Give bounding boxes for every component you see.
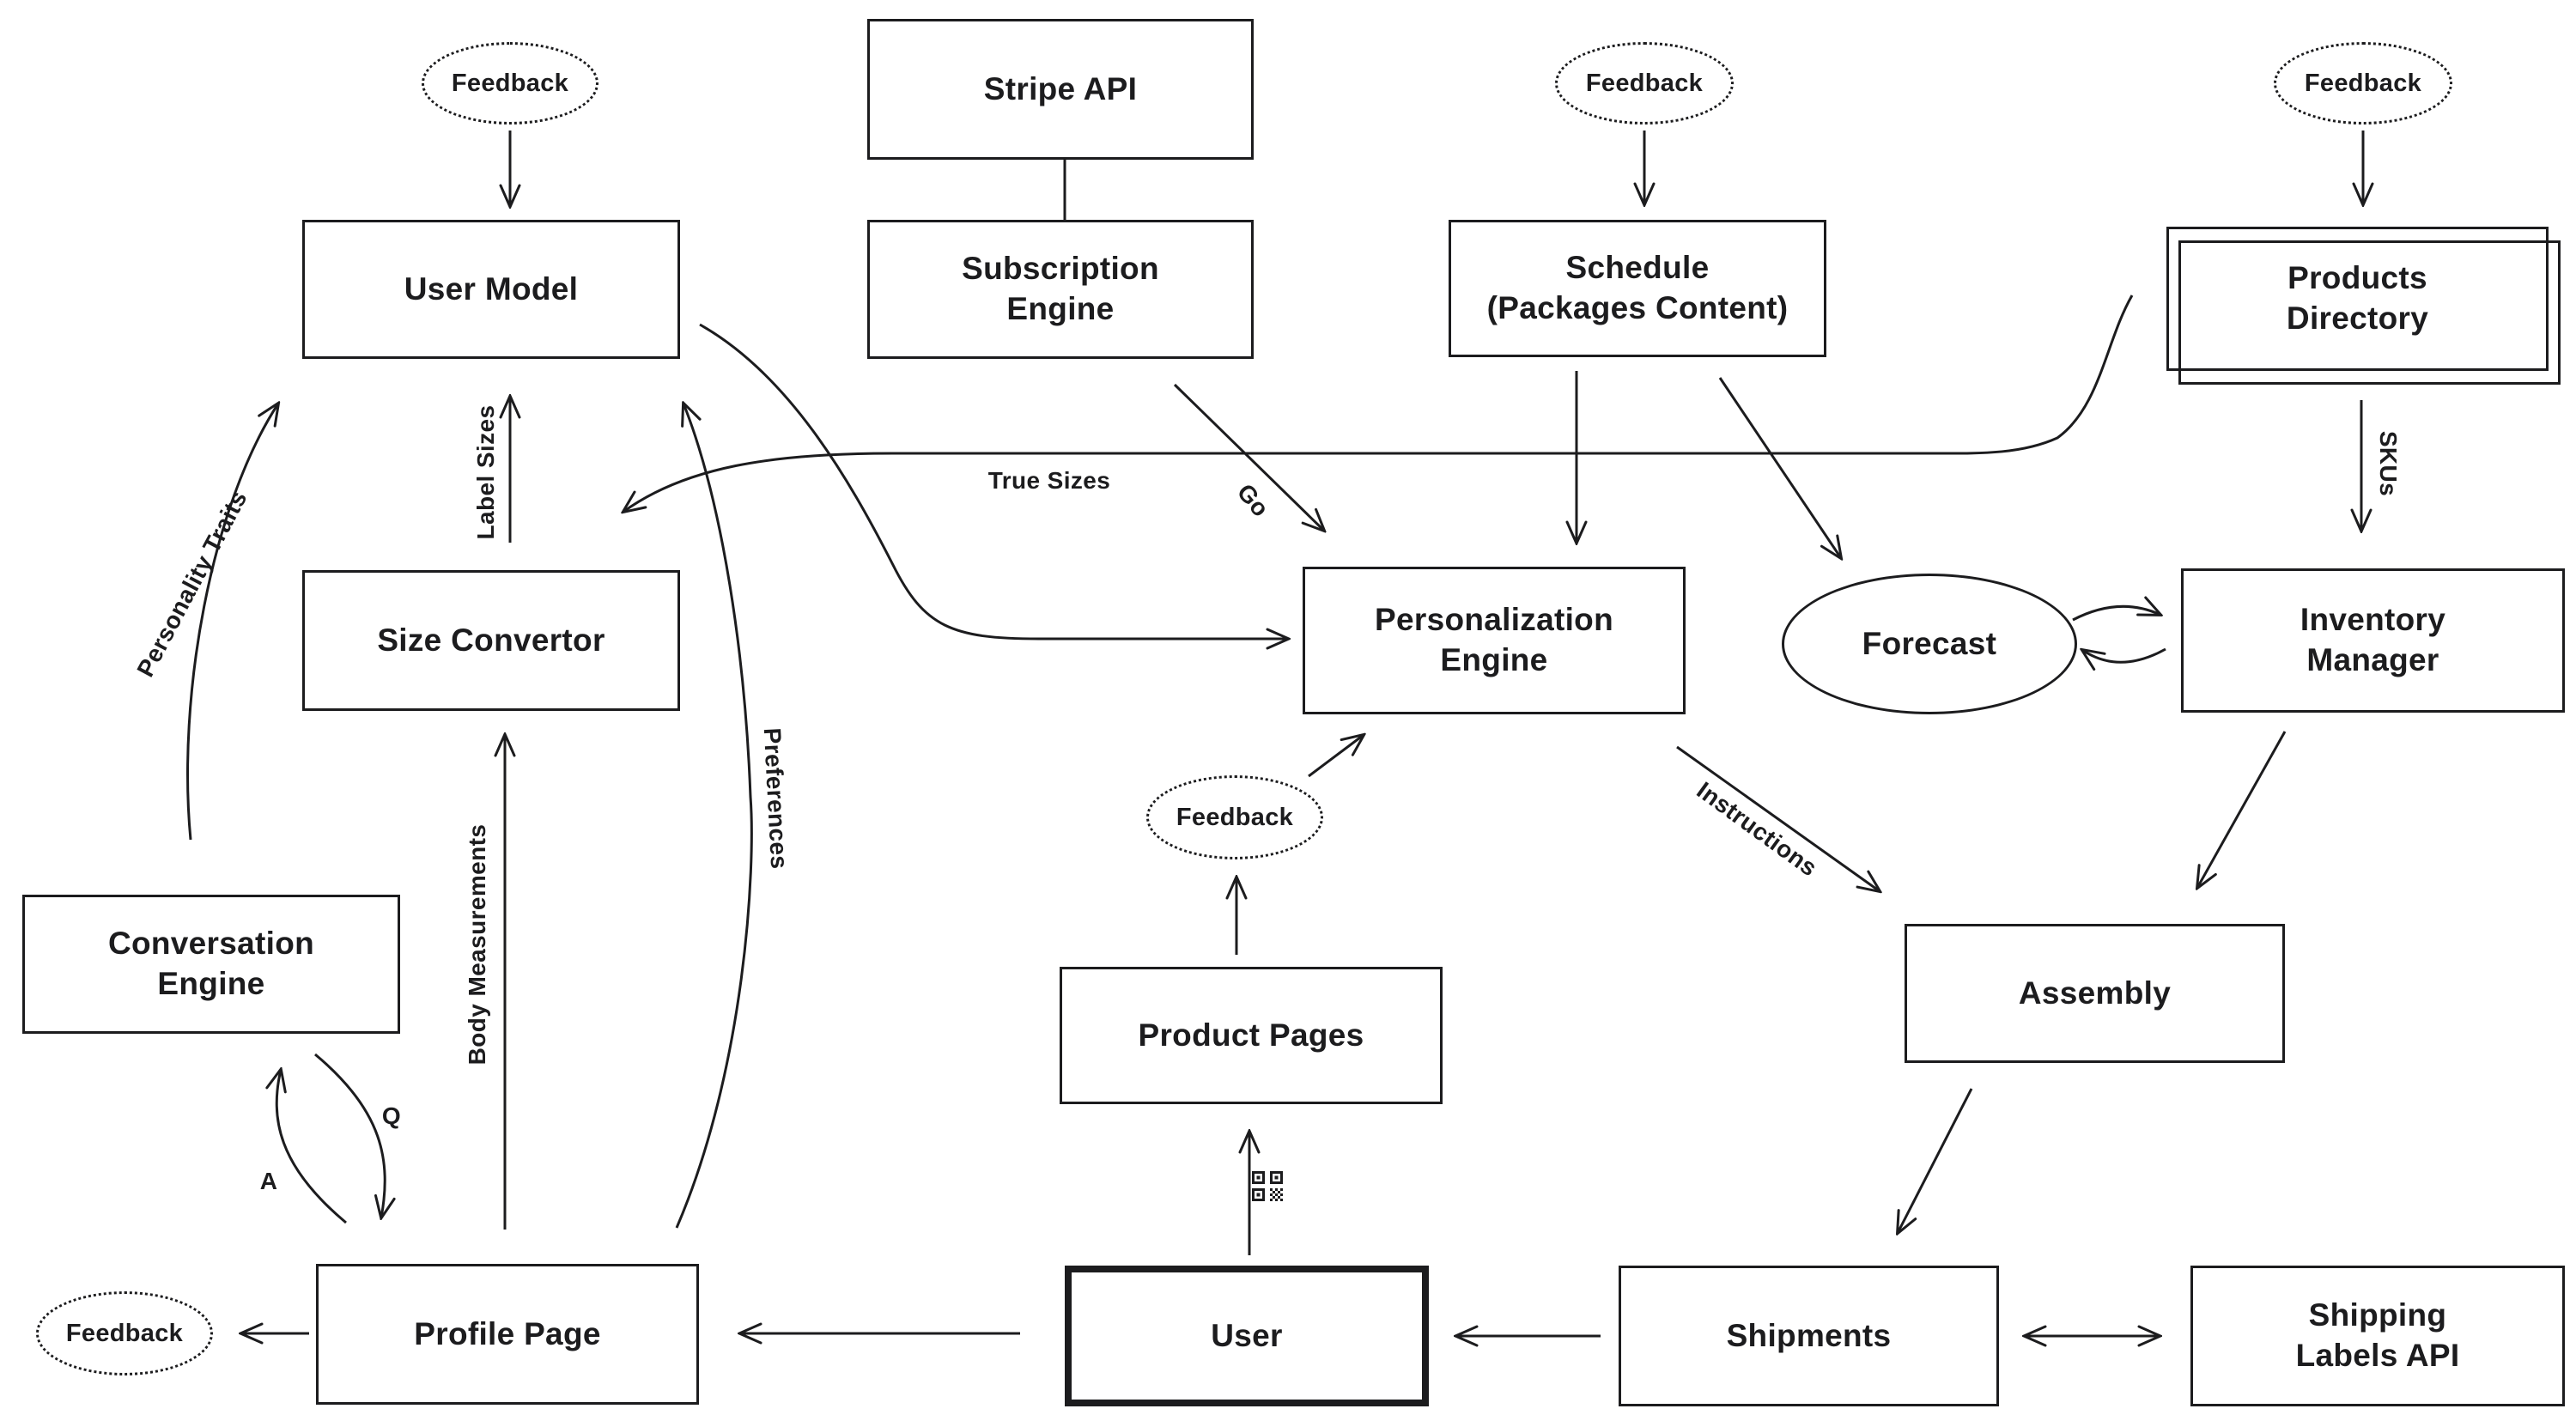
edge-products-directory-to-size-convertor-true-sizes (623, 295, 2134, 512)
node-feedback-user-model[interactable]: Feedback (422, 42, 598, 124)
edge-user-model-to-personalization (699, 323, 1288, 639)
node-stripe-api[interactable]: Stripe API (867, 19, 1254, 160)
node-size-convertor-label: Size Convertor (377, 622, 605, 658)
edge-label-skus: SKUs (2375, 430, 2402, 497)
edge-label-true-sizes: True Sizes (987, 467, 1111, 494)
node-shipments-label: Shipments (1726, 1317, 1892, 1353)
feedback-label: Feedback (65, 1319, 184, 1347)
node-forecast[interactable]: Forecast (1782, 574, 2077, 714)
node-feedback-profile-page[interactable]: Feedback (36, 1291, 213, 1375)
node-forecast-label: Forecast (1862, 625, 1997, 661)
feedback-label: Feedback (451, 69, 569, 97)
node-schedule[interactable]: Schedule (Packages Content) (1449, 220, 1826, 357)
edge-profile-to-user-model-preferences (675, 404, 753, 1229)
edge-inventory-to-forecast-loop (2082, 649, 2166, 662)
node-subscription-engine-label: Subscription Engine (962, 251, 1159, 326)
feedback-label: Feedback (1585, 69, 1704, 97)
feedback-label: Feedback (1176, 803, 1294, 831)
edge-feedback4-to-personalization (1308, 735, 1364, 778)
node-shipping-labels-api[interactable]: Shipping Labels API (2190, 1266, 2565, 1406)
node-profile-page-label: Profile Page (414, 1315, 601, 1351)
node-profile-page[interactable]: Profile Page (316, 1264, 699, 1405)
feedback-label: Feedback (2304, 69, 2422, 97)
node-user-model[interactable]: User Model (302, 220, 680, 359)
node-user-label: User (1211, 1317, 1283, 1353)
node-assembly-label: Assembly (2018, 975, 2172, 1011)
edge-subscription-to-personalization-go (1173, 383, 1324, 531)
edge-label-label-sizes: Label Sizes (472, 404, 499, 540)
node-feedback-product-pages[interactable]: Feedback (1146, 775, 1323, 859)
edge-personalization-to-assembly-instructions (1676, 745, 1880, 891)
node-shipping-labels-api-label: Shipping Labels API (2295, 1297, 2460, 1373)
node-size-convertor[interactable]: Size Convertor (302, 570, 680, 711)
edge-label-body-measurements: Body Measurements (464, 823, 490, 1066)
node-product-pages[interactable]: Product Pages (1060, 967, 1443, 1104)
node-personalization-engine[interactable]: Personalization Engine (1303, 567, 1686, 714)
edge-conversation-to-profile-q (314, 1053, 385, 1218)
node-products-directory[interactable]: Products Directory (2166, 227, 2561, 385)
node-product-pages-label: Product Pages (1138, 1017, 1364, 1053)
node-personalization-engine-label: Personalization Engine (1375, 602, 1613, 677)
edge-forecast-to-inventory-loop (2072, 606, 2160, 622)
node-conversation-engine[interactable]: Conversation Engine (22, 895, 400, 1034)
qr-code-icon (1252, 1171, 1283, 1201)
node-inventory-manager-label: Inventory Manager (2300, 602, 2446, 677)
node-subscription-engine[interactable]: Subscription Engine (867, 220, 1254, 359)
edge-schedule-to-forecast (1718, 377, 1841, 558)
node-inventory-manager[interactable]: Inventory Manager (2181, 568, 2565, 713)
edge-assembly-to-shipments (1898, 1088, 1973, 1233)
node-conversation-engine-label: Conversation Engine (107, 926, 315, 1001)
edge-inventory-to-assembly (2197, 731, 2287, 888)
node-stripe-api-label: Stripe API (983, 70, 1138, 106)
node-schedule-label: Schedule (Packages Content) (1486, 250, 1789, 325)
node-products-directory-label: Products Directory (2286, 260, 2429, 336)
edge-label-q: Q (381, 1102, 402, 1129)
edge-conversation-to-user-model-personality-traits (186, 404, 278, 841)
edge-label-a: A (259, 1168, 278, 1194)
node-assembly[interactable]: Assembly (1905, 924, 2285, 1063)
node-feedback-schedule[interactable]: Feedback (1555, 42, 1734, 124)
node-feedback-products-directory[interactable]: Feedback (2274, 42, 2452, 124)
edge-profile-to-conversation-a (276, 1070, 347, 1224)
node-user[interactable]: User (1065, 1266, 1429, 1406)
node-shipments[interactable]: Shipments (1619, 1266, 1999, 1406)
node-user-model-label: User Model (404, 270, 579, 307)
